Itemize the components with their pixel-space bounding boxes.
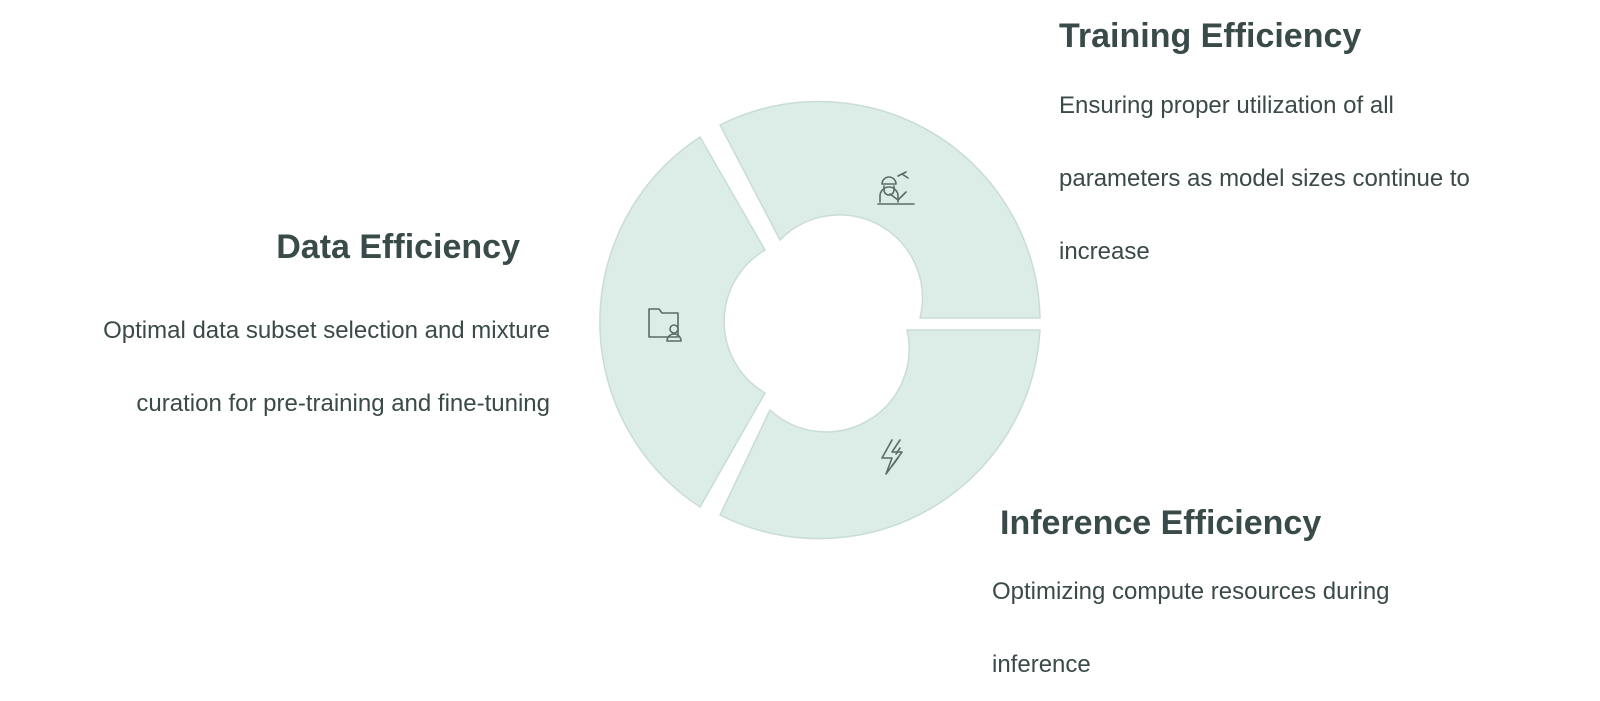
description-line: Ensuring proper utilization of all xyxy=(1059,92,1394,119)
description-line: inference xyxy=(992,651,1091,678)
lightning-bolt-icon xyxy=(881,439,903,475)
inference-efficiency-description: Optimizing compute resources during infe… xyxy=(992,555,1552,701)
description-line: curation for pre-training and fine-tunin… xyxy=(136,390,550,417)
folder-user-icon xyxy=(648,308,682,342)
training-efficiency-title: Training Efficiency xyxy=(1059,17,1362,55)
data-efficiency-title: Data Efficiency xyxy=(276,228,520,266)
inference-efficiency-title: Inference Efficiency xyxy=(1000,504,1322,542)
description-line: Optimal data subset selection and mixtur… xyxy=(103,317,550,344)
description-line: Optimizing compute resources during xyxy=(992,578,1390,605)
inference-efficiency-segment xyxy=(719,329,1041,540)
training-efficiency-description: Ensuring proper utilization of all param… xyxy=(1059,69,1579,288)
description-line: parameters as model sizes continue to xyxy=(1059,165,1470,192)
description-line: increase xyxy=(1059,238,1150,265)
training-efficiency-block: Training Efficiency Ensuring proper util… xyxy=(1059,16,1579,288)
data-efficiency-segment xyxy=(599,135,767,509)
worker-at-desk-icon xyxy=(877,171,915,205)
data-efficiency-block: Data Efficiency Optimal data subset sele… xyxy=(10,227,550,440)
training-efficiency-segment xyxy=(718,100,1041,319)
inference-efficiency-block: Inference Efficiency Optimizing compute … xyxy=(992,503,1552,701)
data-efficiency-description: Optimal data subset selection and mixtur… xyxy=(10,294,550,440)
